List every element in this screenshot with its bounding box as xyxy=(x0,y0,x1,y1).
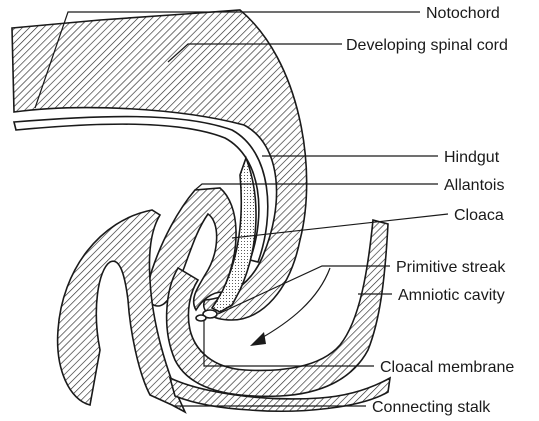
label-cloaca: Cloaca xyxy=(454,207,504,224)
leader-allantois xyxy=(195,184,438,190)
label-connecting-stalk: Connecting stalk xyxy=(372,399,491,416)
label-developing-spinal-cord: Developing spinal cord xyxy=(346,37,508,54)
label-allantois: Allantois xyxy=(444,177,504,194)
label-amniotic-cavity: Amniotic cavity xyxy=(398,287,505,304)
label-hindgut: Hindgut xyxy=(444,149,500,166)
label-notochord: Notochord xyxy=(426,5,500,22)
label-primitive-streak: Primitive streak xyxy=(396,259,506,276)
folding-arrowhead xyxy=(250,332,266,346)
label-cloacal-membrane: Cloacal membrane xyxy=(380,359,514,376)
